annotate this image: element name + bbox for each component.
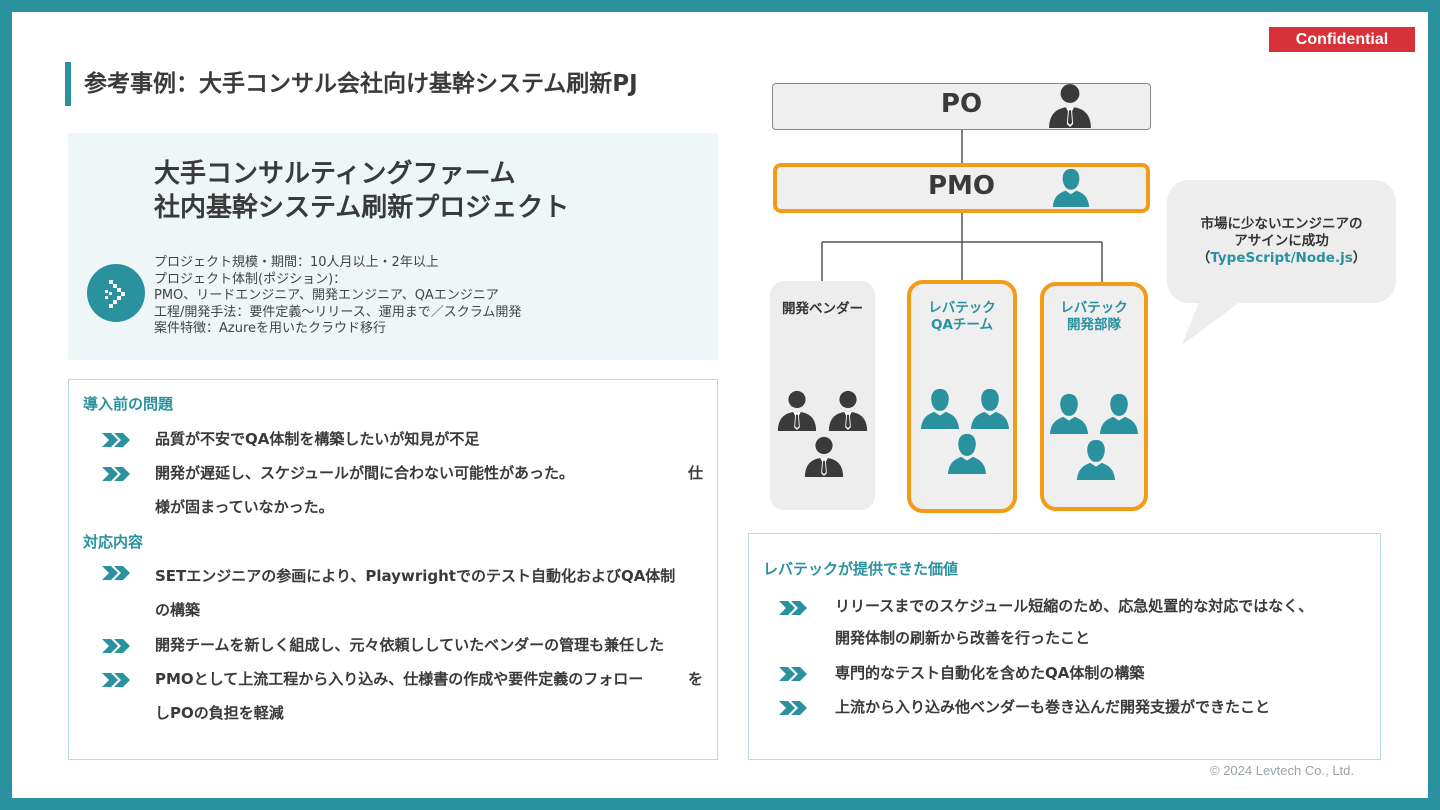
- confidential-badge: Confidential: [1269, 27, 1415, 52]
- person-icon: [826, 389, 870, 431]
- qa-team-column: レバテック QAチーム: [907, 280, 1017, 513]
- pmo-label: PMO: [927, 171, 996, 201]
- problem-item-wrap: 仕: [688, 464, 704, 482]
- speech-bubble-text: 市場に少ないエンジニアの アサインに成功 （TypeScript/Node.js…: [1167, 216, 1396, 267]
- bubble-line3: （TypeScript/Node.js）: [1167, 250, 1396, 267]
- slide: Confidential 参考事例：大手コンサル会社向け基幹システム刷新PJ 大…: [12, 12, 1428, 798]
- person-icon: [1098, 392, 1140, 434]
- detail-line: PMO、リードエンジニア、開発エンジニア、QAエンジニア: [154, 288, 499, 303]
- person-icon: [946, 432, 988, 474]
- qa-team-label-line2: QAチーム: [930, 317, 994, 333]
- response-item-wrap: を: [688, 670, 704, 688]
- double-arrow-icon: [779, 600, 809, 616]
- response-heading: 対応内容: [83, 533, 144, 551]
- pmo-box: PMO: [773, 163, 1150, 213]
- detail-line: プロジェクト規模・期間：10人月以上・2年以上: [154, 255, 439, 270]
- po-label: PO: [940, 89, 983, 119]
- speech-bubble: 市場に少ないエンジニアの アサインに成功 （TypeScript/Node.js…: [1167, 180, 1396, 303]
- qa-team-label-line1: レバテック: [928, 300, 996, 316]
- project-title-line2: 社内基幹システム刷新プロジェクト: [154, 193, 570, 223]
- project-summary-panel: 大手コンサルティングファーム 社内基幹システム刷新プロジェクト: [68, 133, 718, 360]
- project-title: 大手コンサルティングファーム 社内基幹システム刷新プロジェクト: [154, 157, 569, 225]
- bubble-line1: 市場に少ないエンジニアの: [1200, 216, 1363, 232]
- person-icon: [969, 387, 1011, 429]
- po-box: PO: [772, 83, 1151, 130]
- project-details: プロジェクト規模・期間：10人月以上・2年以上 プロジェクト体制(ポジション)：…: [154, 255, 521, 338]
- person-icon: [802, 435, 846, 477]
- bubble-tech-name: TypeScript/Node.js: [1210, 250, 1353, 266]
- person-icon: [1075, 438, 1117, 480]
- copyright: © 2024 Levtech Co., Ltd.: [1210, 763, 1355, 778]
- page-title: 参考事例：大手コンサル会社向け基幹システム刷新PJ: [84, 71, 638, 97]
- value-item: 専門的なテスト自動化を含めたQA体制の構築: [835, 664, 1145, 682]
- double-arrow-icon: [102, 565, 132, 581]
- title-accent-bar: [65, 62, 71, 106]
- problem-item: 開発が遅延し、スケジュールが間に合わない可能性があった。: [155, 464, 574, 482]
- value-item: 上流から入り込み他ベンダーも巻き込んだ開発支援ができたこと: [835, 698, 1271, 716]
- qa-team-label: レバテック QAチーム: [911, 300, 1013, 334]
- value-heading: レバテックが提供できた価値: [763, 560, 959, 578]
- value-item-continued: 開発体制の刷新から改善を行ったこと: [835, 629, 1091, 647]
- double-arrow-icon: [779, 666, 809, 682]
- response-item: PMOとして上流工程から入り込み、仕様書の作成や要件定義のフォロー: [155, 670, 644, 688]
- problem-item: 品質が不安でQA体制を構築したいが知見が不足: [155, 430, 480, 448]
- double-arrow-icon: [779, 700, 809, 716]
- person-icon: [1047, 82, 1093, 128]
- problems-response-panel: 導入前の問題 品質が不安でQA体制を構築したいが知見が不足 開発が遅延し、スケジ…: [68, 379, 718, 760]
- detail-line: プロジェクト体制(ポジション)：: [154, 271, 347, 287]
- problem-item-continued: 様が固まっていなかった。: [155, 498, 334, 516]
- detail-line: 案件特徴：Azureを用いたクラウド移行: [154, 321, 387, 336]
- response-item-continued: しPOの負担を軽減: [155, 704, 284, 722]
- double-arrow-icon: [102, 638, 132, 654]
- dev-team-label-line1: レバテック: [1060, 300, 1128, 316]
- person-icon: [775, 389, 819, 431]
- vendor-label: 開発ベンダー: [782, 301, 863, 317]
- response-item: SETエンジニアの参画により、Playwrightでのテスト自動化およびQA体制: [155, 567, 676, 585]
- person-icon: [1051, 166, 1091, 208]
- detail-line: 工程/開発手法：要件定義〜リリース、運用まで／スクラム開発: [154, 304, 522, 320]
- response-item: 開発チームを新しく組成し、元々依頼ししていたベンダーの管理も兼任した: [155, 636, 665, 654]
- dev-team-column: レバテック 開発部隊: [1040, 282, 1148, 511]
- bubble-paren-open: （: [1196, 250, 1211, 266]
- vendor-column: 開発ベンダー: [770, 281, 875, 510]
- bubble-paren-close: ）: [1352, 250, 1367, 266]
- chevron-right-icon: [87, 264, 145, 322]
- dev-team-label: レバテック 開発部隊: [1044, 300, 1144, 334]
- dev-team-label-line2: 開発部隊: [1067, 317, 1121, 333]
- value-provided-panel: レバテックが提供できた価値 リリースまでのスケジュール短縮のため、応急処置的な対…: [748, 533, 1381, 760]
- bubble-line2: アサインに成功: [1234, 233, 1329, 249]
- problems-heading: 導入前の問題: [83, 395, 174, 413]
- value-item: リリースまでのスケジュール短縮のため、応急処置的な対応ではなく、: [835, 597, 1314, 615]
- double-arrow-icon: [102, 672, 132, 688]
- response-item-continued: の構築: [155, 601, 201, 619]
- project-title-line1: 大手コンサルティングファーム: [154, 159, 516, 189]
- person-icon: [919, 387, 961, 429]
- person-icon: [1048, 392, 1090, 434]
